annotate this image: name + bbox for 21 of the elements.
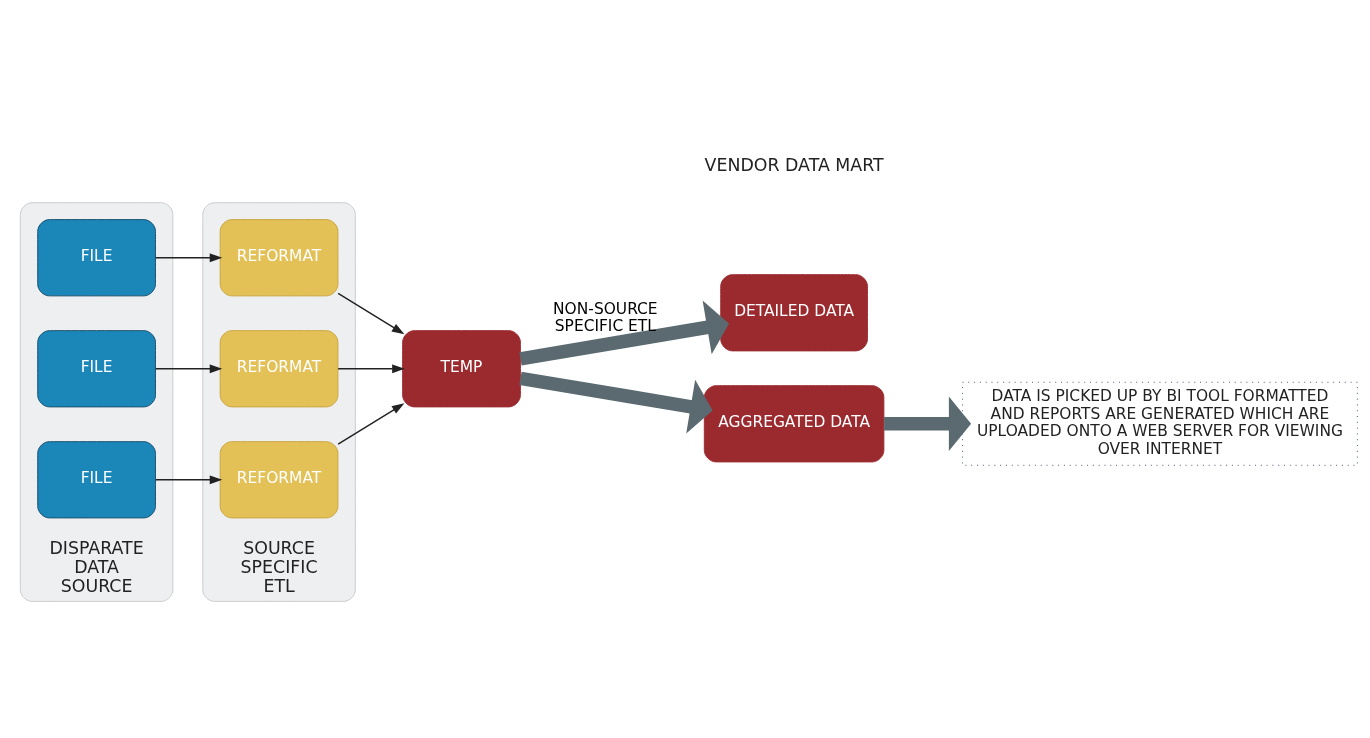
node-box: REFORMAT	[219, 219, 339, 297]
arrow	[519, 371, 713, 434]
node-box: DATA IS PICKED UP BY BI TOOL FORMATTED AND REPORTS ARE GENERATED WHICH ARE UPLOADED ONTO A WEB SERVER FOR VIEWING OVER INTERNET	[962, 381, 1358, 466]
node-box: REFORMAT	[219, 441, 339, 519]
node-box: REFORMAT	[219, 330, 339, 408]
node-box: DETAILED DATA	[720, 274, 868, 352]
arrow	[154, 253, 223, 263]
arrow	[337, 403, 405, 445]
arrow	[154, 475, 223, 485]
arrow	[337, 364, 405, 374]
node-box: TEMP	[402, 330, 521, 408]
arrow	[884, 396, 972, 451]
label: VENDOR DATA MART	[704, 155, 884, 176]
node-box: FILE	[37, 330, 156, 408]
node-box: FILE	[37, 441, 156, 519]
node-box: FILE	[37, 219, 156, 297]
edge-label: NON-SOURCE SPECIFIC ETL	[553, 299, 658, 335]
arrow	[519, 300, 730, 366]
arrow	[154, 364, 223, 374]
node-box: AGGREGATED DATA	[703, 385, 885, 463]
arrow	[337, 292, 405, 335]
